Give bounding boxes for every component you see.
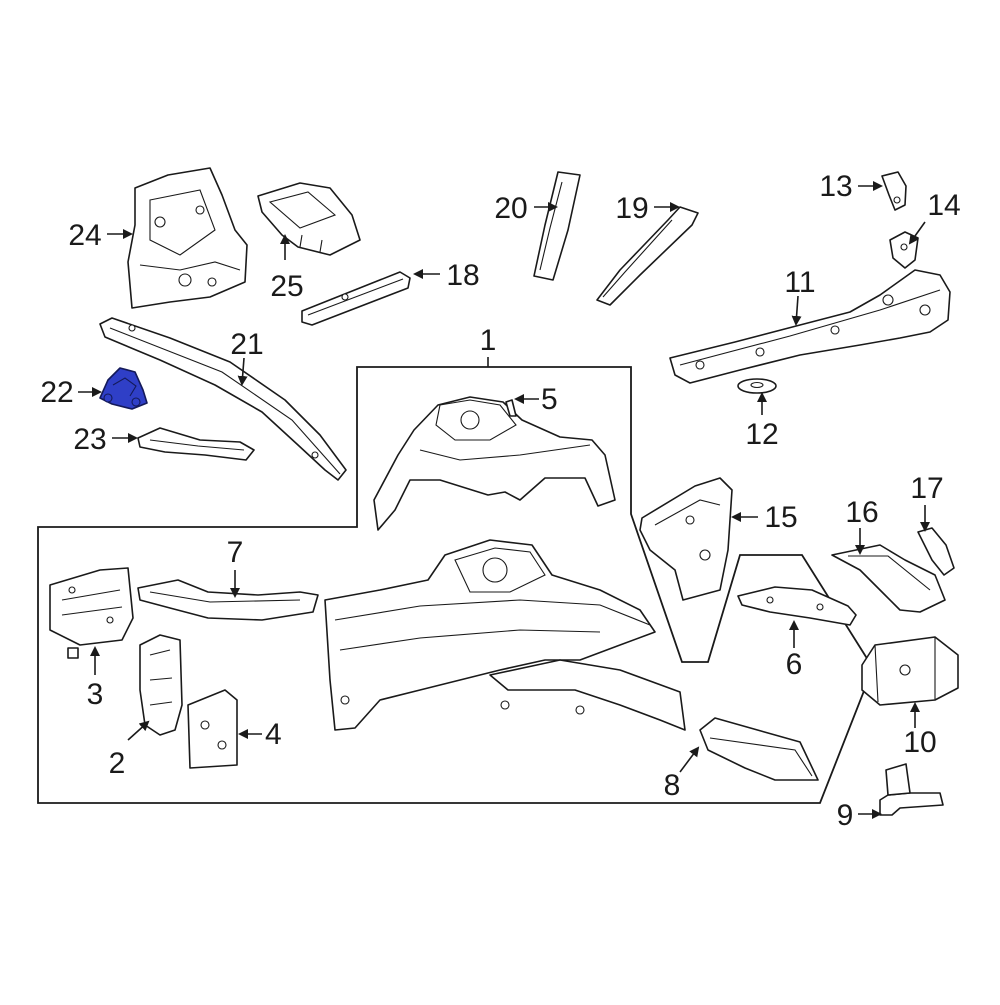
part-17-bracket[interactable] (917, 527, 955, 576)
callout-16[interactable]: 16 (845, 496, 878, 529)
callout-7[interactable]: 7 (227, 536, 244, 569)
part-10-box[interactable] (861, 636, 959, 706)
part-23-bracket[interactable] (137, 427, 255, 461)
callout-5[interactable]: 5 (541, 383, 558, 416)
callout-1[interactable]: 1 (480, 324, 497, 357)
callout-9[interactable]: 9 (837, 799, 854, 832)
part-20-pillar[interactable] (533, 171, 581, 281)
part-21-long-rail[interactable] (99, 317, 347, 481)
callout-23[interactable]: 23 (73, 423, 106, 456)
leader-11 (791, 295, 802, 326)
callout-20[interactable]: 20 (494, 192, 527, 225)
callout-14[interactable]: 14 (927, 189, 960, 222)
leader-8 (679, 746, 700, 773)
callout-3[interactable]: 3 (87, 678, 104, 711)
callout-13[interactable]: 13 (819, 170, 852, 203)
part-12-grommet[interactable] (737, 378, 777, 394)
leader-21 (237, 357, 248, 386)
callout-17[interactable]: 17 (910, 472, 943, 505)
part-2-vertical-bracket[interactable] (139, 634, 183, 736)
part-13-bracket[interactable] (881, 171, 907, 211)
callout-24[interactable]: 24 (68, 219, 101, 252)
part-5-strut-tower[interactable] (373, 396, 616, 531)
part-24-wheelhouse-panel[interactable] (127, 167, 248, 309)
part-11-side-member[interactable] (669, 269, 951, 384)
part-19-brace[interactable] (596, 206, 699, 306)
part-16-bracket[interactable] (831, 544, 946, 613)
assembly-frame (37, 366, 875, 804)
callout-6[interactable]: 6 (786, 648, 803, 681)
callout-19[interactable]: 19 (615, 192, 648, 225)
part-6-bracket[interactable] (737, 586, 857, 626)
part-1-main-assembly[interactable] (324, 539, 686, 731)
part-7-crossmember[interactable] (137, 579, 319, 621)
callout-11[interactable]: 11 (784, 266, 815, 299)
part-18-rail[interactable] (301, 271, 411, 326)
part-22-mount-highlighted[interactable] (99, 367, 148, 410)
callout-18[interactable]: 18 (446, 259, 479, 292)
part-25-tray[interactable] (257, 182, 361, 256)
leader-2 (127, 720, 150, 741)
callout-21[interactable]: 21 (230, 328, 263, 361)
callout-15[interactable]: 15 (764, 501, 797, 534)
part-15-apron[interactable] (639, 477, 733, 601)
callout-25[interactable]: 25 (270, 270, 303, 303)
callout-22[interactable]: 22 (40, 376, 73, 409)
part-9-bracket[interactable] (879, 763, 944, 816)
callout-10[interactable]: 10 (903, 726, 936, 759)
callout-2[interactable]: 2 (109, 747, 126, 780)
part-3-plate[interactable] (49, 567, 134, 659)
part-8-rail-end[interactable] (699, 717, 819, 781)
callout-4[interactable]: 4 (265, 718, 282, 751)
leader-14 (908, 221, 926, 245)
part-4-plate[interactable] (187, 689, 238, 769)
callout-8[interactable]: 8 (664, 769, 681, 802)
callout-12[interactable]: 12 (745, 418, 778, 451)
